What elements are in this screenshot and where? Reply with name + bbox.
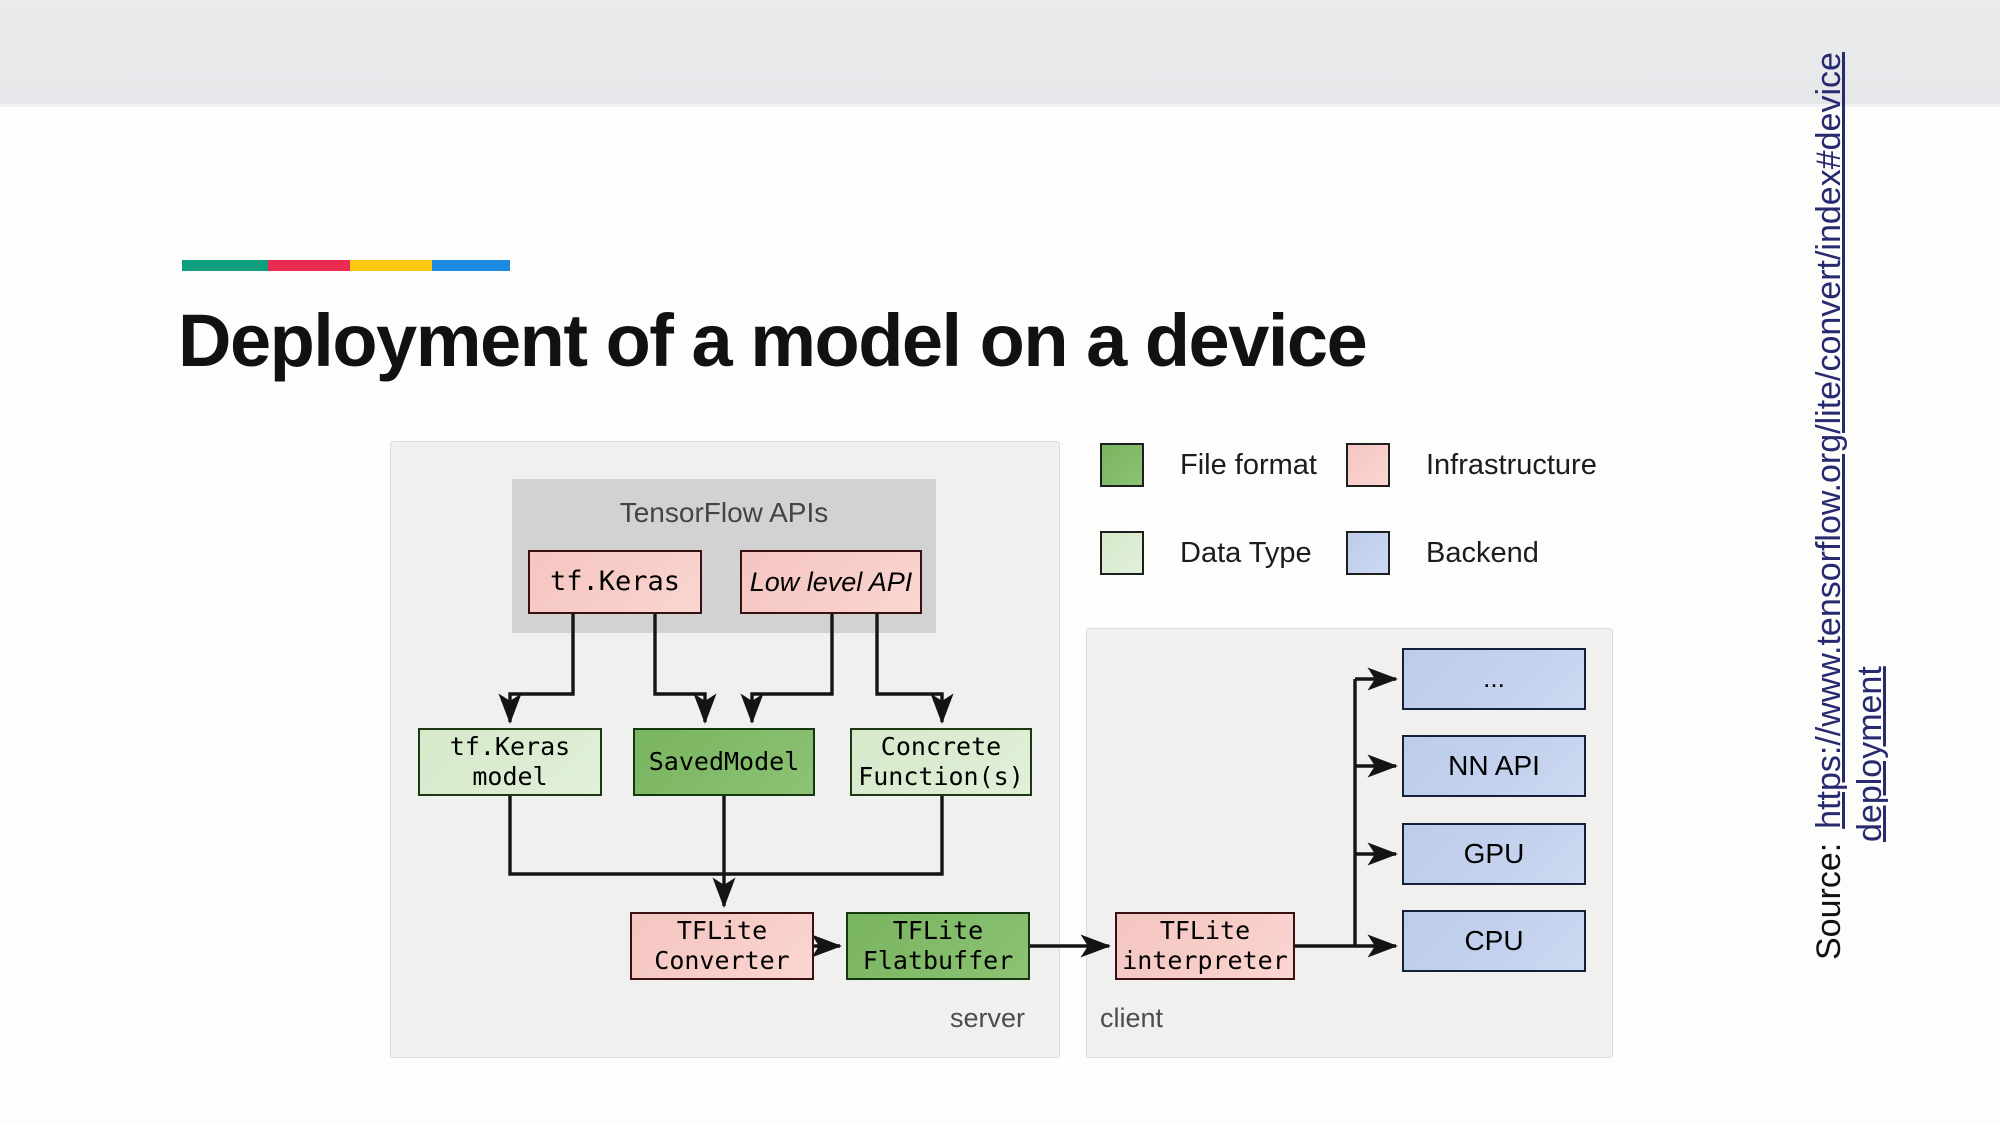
- legend-label-infrastructure: Infrastructure: [1426, 448, 1597, 481]
- box-tflite-flatbuffer[interactable]: TFLite Flatbuffer: [846, 912, 1030, 980]
- source-url-line2[interactable]: deployment: [1851, 666, 1889, 842]
- box-backend-gpu[interactable]: GPU: [1402, 823, 1586, 885]
- legend-item-infrastructure: Infrastructure: [1346, 443, 1597, 487]
- box-backend-other[interactable]: ...: [1402, 648, 1586, 710]
- client-panel-label: client: [1100, 1003, 1164, 1033]
- accent-segment-red: [268, 260, 350, 271]
- box-saved-model[interactable]: SavedModel: [633, 728, 815, 796]
- brand-accent-rule: [182, 260, 510, 271]
- legend-label-backend: Backend: [1426, 536, 1539, 569]
- legend-swatch-backend: [1346, 531, 1390, 575]
- legend: File format Infrastructure Data Type Bac…: [1100, 443, 1600, 593]
- page-title: Deployment of a model on a device: [178, 299, 1368, 382]
- source-row-primary: Source: https://www.tensorflow.org/lite/…: [1810, 52, 1849, 960]
- top-chrome-edge: [0, 104, 2000, 107]
- box-backend-nn-api[interactable]: NN API: [1402, 735, 1586, 797]
- tensorflow-apis-title: TensorFlow APIs: [619, 497, 829, 528]
- legend-swatch-infrastructure: [1346, 443, 1390, 487]
- accent-segment-yellow: [350, 260, 432, 271]
- source-url-line1[interactable]: https://www.tensorflow.org/lite/convert/…: [1810, 52, 1848, 829]
- box-tf-keras-model[interactable]: tf.Keras model: [418, 728, 602, 796]
- legend-swatch-data-type: [1100, 531, 1144, 575]
- source-label: Source:: [1810, 842, 1848, 960]
- box-backend-cpu[interactable]: CPU: [1402, 910, 1586, 972]
- source-attribution: Source: https://www.tensorflow.org/lite/…: [1810, 52, 1930, 960]
- legend-item-file-format: File format: [1100, 443, 1317, 487]
- legend-item-data-type: Data Type: [1100, 531, 1312, 575]
- legend-label-data-type: Data Type: [1180, 536, 1312, 569]
- source-row-continuation: deployment: [1851, 666, 1890, 842]
- legend-swatch-file-format: [1100, 443, 1144, 487]
- box-tflite-interpreter[interactable]: TFLite interpreter: [1115, 912, 1295, 980]
- box-concrete-functions[interactable]: Concrete Function(s): [850, 728, 1032, 796]
- top-chrome-band: [0, 0, 2000, 106]
- accent-segment-green: [182, 260, 268, 271]
- legend-item-backend: Backend: [1346, 531, 1539, 575]
- box-low-level-api[interactable]: Low level API: [740, 550, 922, 614]
- box-tf-keras[interactable]: tf.Keras: [528, 550, 702, 614]
- accent-segment-blue: [432, 260, 510, 271]
- server-panel-label: server: [950, 1003, 1026, 1033]
- legend-label-file-format: File format: [1180, 448, 1317, 481]
- box-tflite-converter[interactable]: TFLite Converter: [630, 912, 814, 980]
